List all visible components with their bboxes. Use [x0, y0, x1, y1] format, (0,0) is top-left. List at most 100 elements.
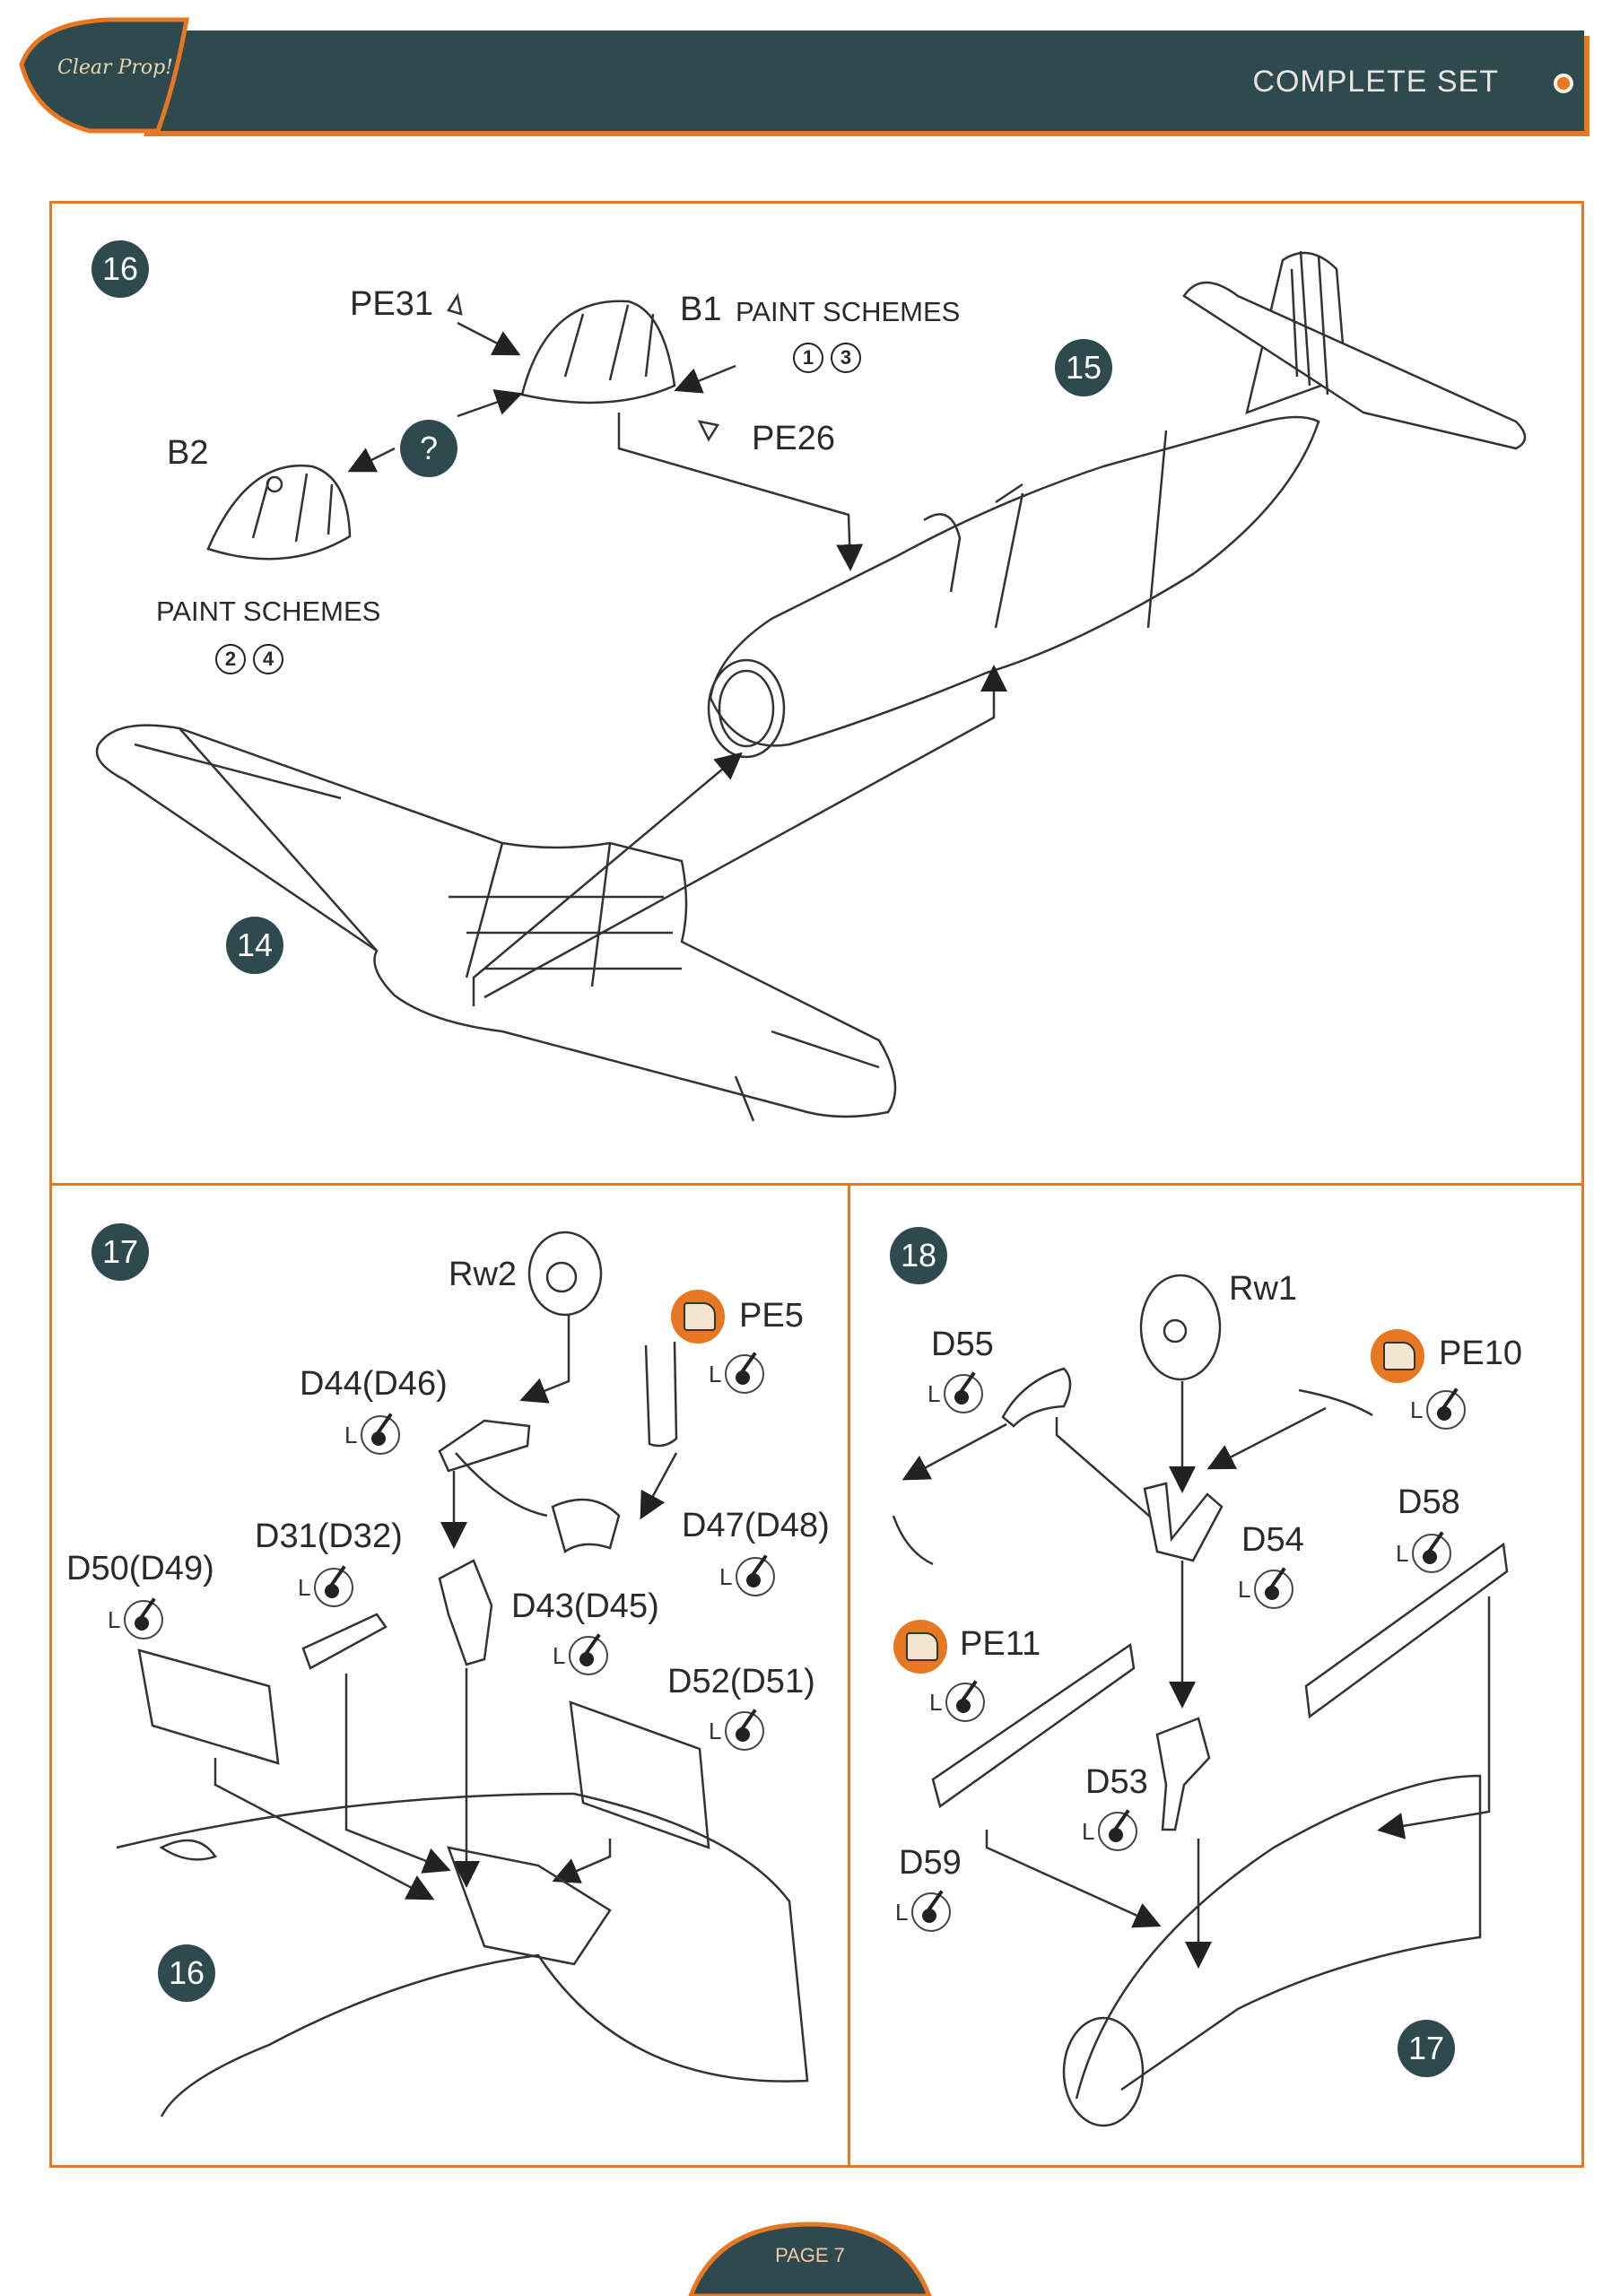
part-d53	[1155, 1717, 1211, 1831]
label-d44: D44(D46)	[300, 1365, 448, 1403]
label-d47: D47(D48)	[682, 1507, 830, 1544]
part-d52	[569, 1700, 710, 1849]
glue-drop-icon	[725, 1711, 765, 1751]
part-d55	[1001, 1367, 1072, 1428]
part-d49-shield	[551, 1498, 621, 1554]
glue-icon: L	[709, 1354, 765, 1394]
paint-schemes-label: PAINT SCHEMES	[156, 596, 381, 627]
question-badge: ?	[400, 420, 457, 477]
wheel-rw1	[1139, 1274, 1222, 1381]
step-ref-15: 15	[1055, 339, 1112, 396]
scheme-number: 4	[253, 644, 283, 674]
label-pe11: PE11	[960, 1625, 1041, 1663]
label-d52: D52(D51)	[667, 1663, 815, 1700]
scheme-number: 1	[793, 343, 823, 373]
label-b1: B1	[680, 291, 722, 328]
label-rw2: Rw2	[449, 1256, 518, 1293]
canopy-b2	[206, 464, 352, 561]
label-d31: D31(D32)	[255, 1518, 403, 1555]
scheme-number: 3	[831, 343, 861, 373]
canopy-b1	[520, 300, 676, 404]
label-d55: D55	[931, 1326, 994, 1363]
step-badge-18: 18	[890, 1227, 947, 1284]
glue-icon: L	[298, 1568, 354, 1607]
label-rw1: Rw1	[1229, 1270, 1298, 1308]
glue-drop-icon	[124, 1600, 164, 1639]
nacelle-step18	[1075, 1774, 1482, 2100]
glue-drop-icon	[1426, 1390, 1467, 1430]
part-d59	[931, 1642, 1136, 1809]
glue-icon: L	[709, 1711, 765, 1751]
header-shape: Clear Prop!	[19, 17, 1590, 136]
glue-icon: L	[929, 1683, 986, 1722]
glue-icon: L	[895, 1892, 952, 1932]
step-ref-14: 14	[226, 917, 283, 974]
part-pe10	[1298, 1388, 1373, 1417]
part-d47	[644, 1341, 678, 1448]
label-d53: D53	[1085, 1763, 1148, 1801]
glue-drop-icon	[569, 1636, 609, 1675]
photo-etch-icon	[671, 1290, 725, 1344]
glue-drop-icon	[1412, 1534, 1452, 1573]
glue-icon: L	[553, 1636, 609, 1675]
part-d44	[438, 1419, 531, 1473]
part-d50	[137, 1648, 280, 1765]
glue-icon: L	[1238, 1570, 1294, 1609]
glue-icon: L	[928, 1374, 984, 1413]
part-d58	[1304, 1542, 1509, 1719]
step-ref-16: 16	[158, 1944, 215, 2002]
wheel-rw2	[527, 1231, 603, 1317]
label-pe10: PE10	[1439, 1335, 1522, 1372]
paint-schemes-label: PAINT SCHEMES	[736, 296, 961, 327]
label-d58: D58	[1398, 1483, 1460, 1521]
wing-assembly	[95, 724, 897, 1118]
part-d43	[438, 1559, 493, 1666]
nacelle-step17	[116, 1792, 809, 2118]
glue-icon: L	[1396, 1534, 1452, 1573]
label-d50: D50(D49)	[66, 1550, 214, 1587]
step-ref-17: 17	[1398, 2020, 1455, 2077]
glue-icon: L	[719, 1557, 776, 1596]
page-number: PAGE 7	[775, 2244, 845, 2266]
step-badge-16: 16	[91, 240, 149, 298]
brand-logo: Clear Prop!	[57, 57, 173, 79]
glue-drop-icon	[1098, 1812, 1138, 1851]
glue-icon: L	[344, 1415, 401, 1455]
paint-schemes-b2: PAINT SCHEMES	[156, 596, 380, 628]
label-pe5: PE5	[739, 1297, 804, 1335]
label-pe26: PE26	[752, 420, 835, 457]
paint-schemes-b1: PAINT SCHEMES	[736, 296, 960, 328]
label-d59: D59	[899, 1844, 962, 1882]
glue-drop-icon	[911, 1892, 952, 1932]
glue-drop-icon	[314, 1568, 354, 1607]
photo-etch-icon	[893, 1620, 947, 1674]
glue-icon: L	[108, 1600, 164, 1639]
page-tab	[688, 2222, 932, 2296]
part-pe11	[892, 1515, 934, 1566]
glue-drop-icon	[944, 1374, 984, 1413]
label-b2: B2	[167, 434, 209, 472]
label-d43: D43(D45)	[511, 1587, 659, 1625]
label-pe31: PE31	[350, 285, 433, 323]
glue-drop-icon	[945, 1683, 986, 1722]
glue-drop-icon	[736, 1557, 776, 1596]
label-d54: D54	[1241, 1521, 1304, 1559]
glue-drop-icon	[1254, 1570, 1294, 1609]
header-dot-icon	[1554, 74, 1573, 93]
glue-drop-icon	[725, 1354, 765, 1394]
header-banner: Clear Prop! COMPLETE SET	[0, 0, 1620, 144]
glue-icon: L	[1410, 1390, 1467, 1430]
fuselage	[709, 415, 1320, 747]
header-title: COMPLETE SET	[1252, 65, 1499, 99]
scheme-number: 2	[215, 644, 246, 674]
part-d31	[301, 1613, 388, 1670]
panel-step-18	[848, 1183, 1584, 2168]
tail-plane	[1182, 281, 1527, 450]
photo-etch-icon	[1371, 1329, 1424, 1383]
step-badge-17: 17	[91, 1223, 149, 1281]
part-d54	[1143, 1482, 1224, 1562]
glue-drop-icon	[361, 1415, 401, 1455]
